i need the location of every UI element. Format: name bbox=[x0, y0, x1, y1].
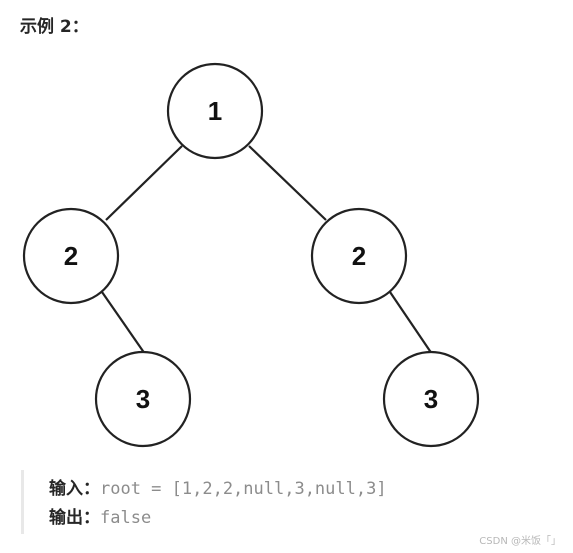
tree-node-right: 2 bbox=[310, 207, 408, 305]
node-value: 3 bbox=[136, 384, 150, 414]
edge-right-child bbox=[389, 291, 433, 355]
watermark: CSDN @米饭「」 bbox=[479, 536, 561, 547]
edge-left-child bbox=[101, 291, 146, 355]
node-value: 1 bbox=[208, 96, 222, 126]
output-value: false bbox=[100, 508, 152, 528]
output-label: 输出： bbox=[49, 508, 100, 528]
node-value: 2 bbox=[64, 241, 78, 271]
binary-tree-diagram: 1 2 2 3 3 bbox=[22, 62, 480, 448]
example-block: 输入：root = [1,2,2,null,3,null,3] 输出：false bbox=[21, 470, 544, 534]
tree-node-left: 2 bbox=[22, 207, 120, 305]
node-value: 3 bbox=[424, 384, 438, 414]
example-output-row: 输出：false bbox=[49, 506, 151, 530]
tree-node-root: 1 bbox=[166, 62, 264, 160]
input-label: 输入： bbox=[49, 479, 100, 499]
tree-node-right-child: 3 bbox=[382, 350, 480, 448]
input-value: root = [1,2,2,null,3,null,3] bbox=[100, 479, 387, 499]
node-value: 2 bbox=[352, 241, 366, 271]
example-input-row: 输入：root = [1,2,2,null,3,null,3] bbox=[49, 477, 387, 501]
edge-root-left bbox=[105, 145, 183, 221]
edge-root-right bbox=[248, 145, 327, 221]
tree-node-left-child: 3 bbox=[94, 350, 192, 448]
example-heading: 示例 2： bbox=[20, 17, 89, 37]
